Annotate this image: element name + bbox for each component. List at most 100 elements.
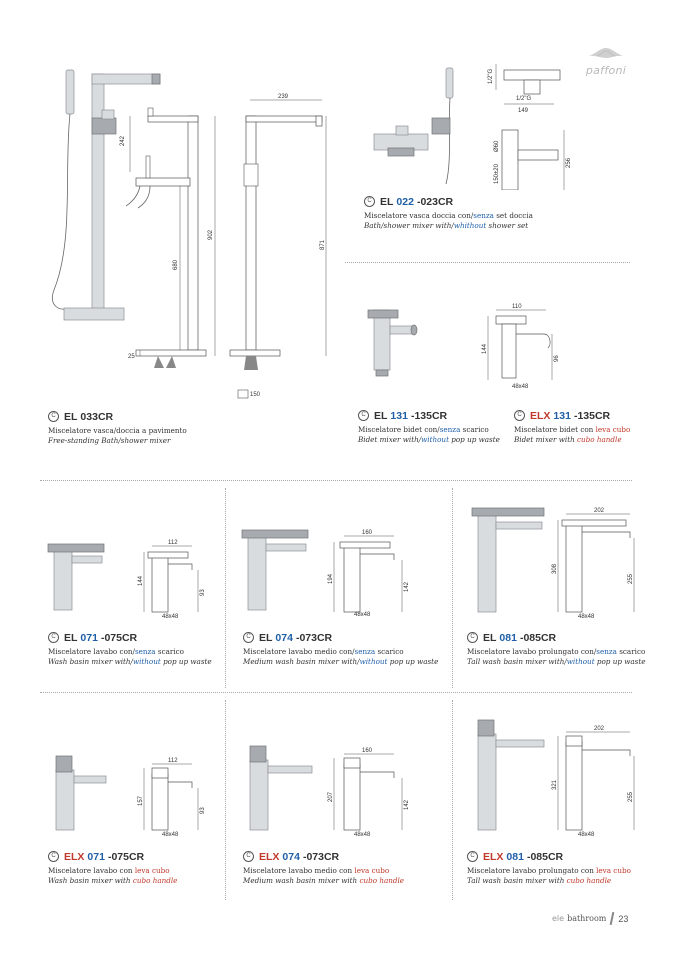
elx074-caption: C ELX 074-073CR Miscelatore lavabo medio… xyxy=(243,850,448,886)
elx071-drawing: 112 157 93 48x48 xyxy=(55,755,206,838)
el081-dim-202: 202 xyxy=(594,508,605,514)
elx074-dim-142: 142 xyxy=(404,799,410,810)
elx071-dim-157: 157 xyxy=(138,795,144,806)
el033-dim-25: 25 xyxy=(128,354,135,360)
el033-desc-en: Free-standing Bath/shower mixer xyxy=(48,436,171,445)
el022-dim-d60: Ø60 xyxy=(494,140,500,152)
elx081-dim-48: 48x48 xyxy=(578,832,595,838)
elx131-dim-96: 96 xyxy=(554,355,560,362)
ce-mark-icon: C xyxy=(48,851,59,862)
elx131-desc-en: Bidet mixer with cubo handle xyxy=(514,435,622,444)
paffoni-logo-text: paffoni xyxy=(585,64,627,77)
page-number: 23 xyxy=(618,913,629,924)
el022-dim-g1: 1/2"G xyxy=(488,69,494,84)
el074-dim-142: 142 xyxy=(404,581,410,592)
elx071-dim-112: 112 xyxy=(168,758,178,764)
ce-mark-icon: C xyxy=(364,196,375,207)
el033-photo-base xyxy=(63,307,125,321)
el071-dim-48: 48x48 xyxy=(162,614,179,620)
ce-mark-icon: C xyxy=(514,410,525,421)
elx081-desc-it: Miscelatore lavabo prolungato con leva c… xyxy=(467,866,631,875)
el074-dim-48: 48x48 xyxy=(354,612,371,618)
elx071-photo-body xyxy=(55,769,75,831)
divider xyxy=(345,262,630,263)
el033-dim-150: 150 xyxy=(250,392,261,398)
elx071-desc-it: Miscelatore lavabo con leva cubo xyxy=(48,866,170,875)
el081-desc-en: Tall wash basin mixer with/without pop u… xyxy=(467,657,646,666)
ce-mark-icon: C xyxy=(48,632,59,643)
elx074-desc-it: Miscelatore lavabo medio con leva cubo xyxy=(243,866,390,875)
el081-dim-255: 255 xyxy=(628,573,634,584)
divider xyxy=(40,692,632,693)
el074-desc-en: Medium wash basin mixer with/without pop… xyxy=(243,657,439,666)
ce-mark-icon: C xyxy=(48,411,59,422)
el074-drawing: 160 194 142 48x48 xyxy=(241,529,410,618)
elx081-dim-202: 202 xyxy=(594,726,605,732)
el033-dim-680: 680 xyxy=(173,259,179,270)
el071-dim-144: 144 xyxy=(138,575,144,586)
el033-dim-242: 242 xyxy=(120,135,126,146)
el131-caption: C EL 131-135CR Miscelatore bidet con/sen… xyxy=(358,409,518,445)
el033-photo-spout xyxy=(91,73,161,85)
el033-code: C EL 033CR xyxy=(48,410,248,423)
elx071-dim-93: 93 xyxy=(200,807,206,814)
elx081-caption: C ELX 081-085CR Miscelatore lavabo prolu… xyxy=(467,850,672,886)
elx081-photo-body xyxy=(477,733,497,831)
el074-dim-194: 194 xyxy=(328,573,334,584)
el131-photo-body xyxy=(373,309,391,371)
ce-mark-icon: C xyxy=(467,632,478,643)
el033-dim-871: 871 xyxy=(320,239,326,250)
ce-mark-icon: C xyxy=(467,851,478,862)
el033-caption: C EL 033CR Miscelatore vasca/doccia a pa… xyxy=(48,410,248,446)
el081-desc-it: Miscelatore lavabo prolungato con/senza … xyxy=(467,647,646,656)
el081-drawing: 202 308 255 48x48 xyxy=(471,507,635,620)
elx074-dim-48: 48x48 xyxy=(354,832,371,838)
ce-mark-icon: C xyxy=(358,410,369,421)
el022-desc-en: Bath/shower mixer with/whithout shower s… xyxy=(364,221,529,230)
elx071-caption: C ELX 071-075CR Miscelatore lavabo con l… xyxy=(48,850,223,886)
el022-desc-it: Miscelatore vasca doccia con/senza set d… xyxy=(364,211,533,220)
el033-photo-mixer-body xyxy=(91,117,117,135)
el074-caption: C EL 074-073CR Miscelatore lavabo medio … xyxy=(243,631,448,667)
el071-photo-body xyxy=(53,549,73,611)
el074-desc-it: Miscelatore lavabo medio con/senza scari… xyxy=(243,647,404,656)
el022-dim-150: 150±20 xyxy=(494,163,500,184)
el074-photo-body xyxy=(247,535,267,611)
divider xyxy=(40,480,632,481)
paffoni-logo-mark xyxy=(588,48,624,58)
el033-desc-it: Miscelatore vasca/doccia a pavimento xyxy=(48,426,187,435)
elx071-desc-en: Wash basin mixer with cubo handle xyxy=(48,876,178,885)
elx081-dim-321: 321 xyxy=(552,779,558,790)
el081-photo-body xyxy=(477,513,497,613)
elx074-dim-207: 207 xyxy=(328,791,334,802)
elx074-photo-body xyxy=(249,759,269,831)
ce-mark-icon: C xyxy=(243,632,254,643)
el071-drawing: 112 144 93 48x48 xyxy=(47,540,206,620)
elx131-dim-144: 144 xyxy=(482,343,488,354)
paffoni-logo: paffoni xyxy=(578,46,634,80)
el081-caption: C EL 081-085CR Miscelatore lavabo prolun… xyxy=(467,631,672,667)
elx074-desc-en: Medium wash basin mixer with cubo handle xyxy=(243,876,405,885)
footer-brand: ele xyxy=(552,914,565,923)
divider xyxy=(452,700,453,900)
el131-drawing: 110 144 96 48x48 xyxy=(367,304,560,390)
el081-dim-48: 48x48 xyxy=(578,614,595,620)
el033-photo-handshower xyxy=(65,69,75,115)
el033-dim-239: 239 xyxy=(278,94,289,100)
elx081-drawing: 202 321 255 48x48 xyxy=(477,719,635,838)
el071-dim-93: 93 xyxy=(200,589,206,596)
el071-desc-it: Miscelatore lavabo con/senza scarico xyxy=(48,647,184,656)
el022-dim-256: 256 xyxy=(566,157,572,168)
el131-desc-en: Bidet mixer with/without pop up waste xyxy=(358,435,500,444)
elx131-dim-48: 48x48 xyxy=(512,384,529,390)
ce-mark-icon: C xyxy=(243,851,254,862)
el022-dim-149: 149 xyxy=(518,108,529,114)
el071-desc-en: Wash basin mixer with/without pop up was… xyxy=(48,657,212,666)
elx081-desc-en: Tall wash basin mixer with cubo handle xyxy=(467,876,612,885)
el022-photo-handshower xyxy=(445,67,454,99)
el074-dim-160: 160 xyxy=(362,530,373,536)
el022-dim-g2: 1/2"G xyxy=(516,96,531,102)
footer-section: bathroom xyxy=(567,914,607,923)
el033-dim-902: 902 xyxy=(208,229,214,240)
elx074-drawing: 160 207 142 48x48 xyxy=(249,745,410,838)
